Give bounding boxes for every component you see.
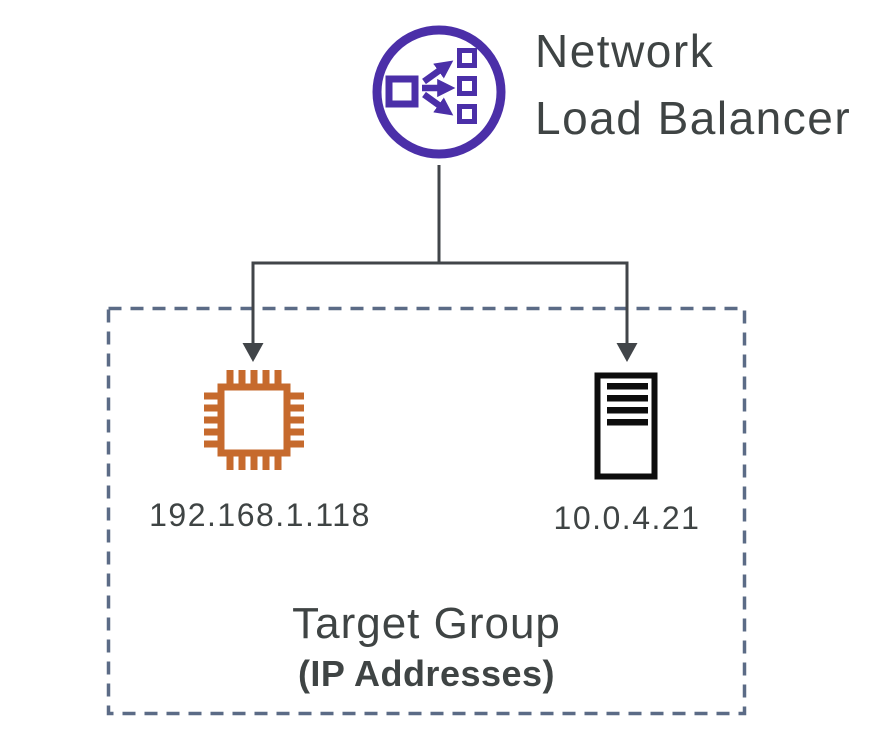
target-group-label: Target Group	[292, 599, 561, 648]
chip-pins	[204, 370, 304, 470]
cpu-chip-icon	[204, 370, 304, 470]
target-ip-label-server: 10.0.4.21	[553, 500, 701, 536]
network-load-balancer-icon	[372, 25, 506, 159]
target-group-border	[106, 306, 747, 716]
nlb-arrow-up	[422, 60, 454, 85]
arrowhead-right	[616, 343, 638, 362]
nlb-source-square	[385, 75, 419, 108]
server-icon	[594, 372, 658, 480]
nlb-arrow-down	[422, 91, 454, 116]
arrowhead-left	[242, 343, 264, 362]
nlb-circle	[372, 25, 506, 159]
nlb-target-square-1	[457, 48, 477, 68]
connector-branch	[251, 261, 629, 345]
chip-body	[217, 383, 291, 457]
server-slots	[607, 383, 648, 426]
nlb-title-line-2: Load Balancer	[535, 92, 852, 144]
server-body	[594, 372, 658, 480]
nlb-title-line-1: Network	[535, 25, 715, 77]
nlb-title: Network Load Balancer	[535, 18, 875, 152]
nlb-target-square-3	[457, 104, 477, 124]
target-ip-label-chip: 192.168.1.118	[149, 497, 371, 533]
target-group-sublabel: (IP Addresses)	[297, 653, 556, 694]
nlb-target-square-2	[457, 76, 477, 96]
target-group-caption: Target Group (IP Addresses)	[108, 597, 745, 697]
